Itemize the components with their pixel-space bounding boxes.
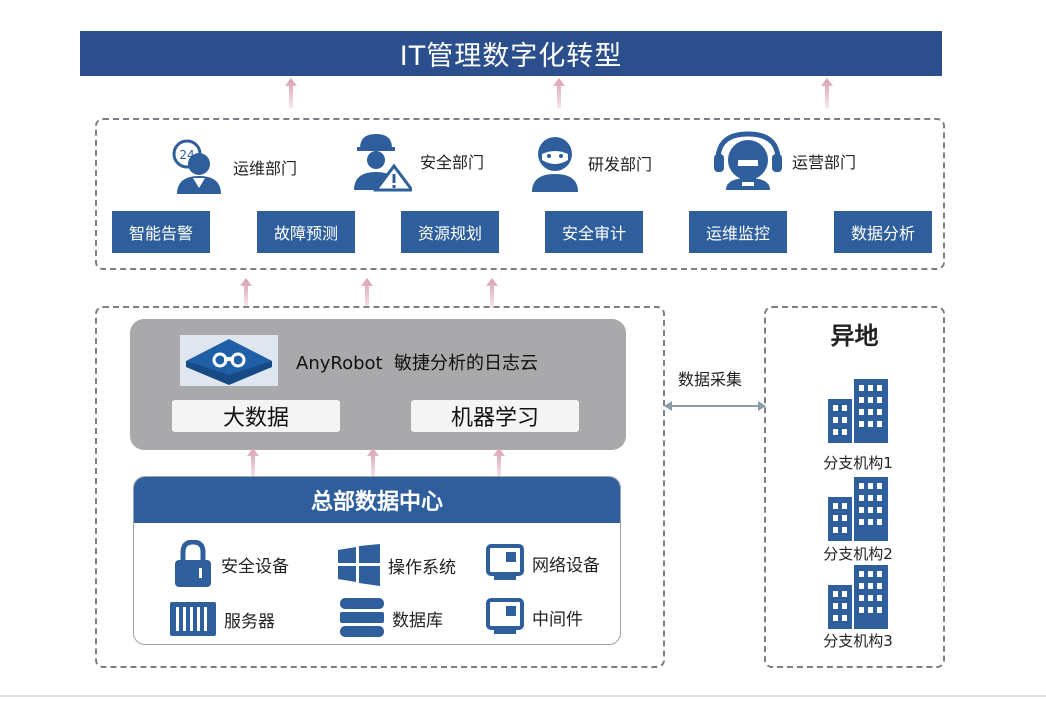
function-smart-alert[interactable]: 智能告警 xyxy=(112,211,210,253)
building-icon xyxy=(828,565,888,629)
database-icon xyxy=(340,598,384,637)
windows-icon xyxy=(338,544,380,586)
server-icon xyxy=(170,602,216,636)
function-security-audit[interactable]: 安全审计 xyxy=(545,211,643,253)
hq-item-label: 数据库 xyxy=(392,610,443,631)
machine-learning-pillar: 机器学习 xyxy=(411,400,579,432)
departments-panel xyxy=(95,118,945,270)
operator-headset-icon xyxy=(714,131,782,190)
hq-item-os: 操作系统 xyxy=(338,544,456,586)
network-device-icon xyxy=(486,544,524,580)
function-data-analysis[interactable]: 数据分析 xyxy=(834,211,932,253)
up-arrow xyxy=(553,78,565,108)
remote-title: 异地 xyxy=(830,322,879,350)
hq-item-network-device: 网络设备 xyxy=(486,544,600,582)
hq-item-security-device: 安全设备 xyxy=(173,540,289,588)
data-collection-label: 数据采集 xyxy=(678,370,743,389)
department-label: 运维部门 xyxy=(233,159,298,178)
up-arrow xyxy=(821,78,833,108)
title-bar: IT管理数字化转型 xyxy=(80,31,942,76)
anyrobot-logo-icon xyxy=(180,335,278,386)
department-operations: 运营部门 xyxy=(712,130,856,192)
middleware-icon xyxy=(486,598,524,634)
anyrobot-title: AnyRobot 敏捷分析的日志云 xyxy=(296,353,539,374)
branch-label: 分支机构1 xyxy=(823,454,893,472)
up-arrow xyxy=(361,278,373,308)
hq-item-label: 网络设备 xyxy=(532,555,600,576)
up-arrow xyxy=(247,448,259,478)
department-label: 研发部门 xyxy=(588,155,653,174)
building-icon xyxy=(828,379,888,443)
hq-item-database: 数据库 xyxy=(340,598,443,638)
department-ops: 24 运维部门 xyxy=(165,138,297,196)
up-arrow xyxy=(367,448,379,478)
function-fault-prediction[interactable]: 故障预测 xyxy=(257,211,355,253)
function-ops-monitoring[interactable]: 运维监控 xyxy=(689,211,787,253)
hq-item-middleware: 中间件 xyxy=(486,598,583,636)
hq-item-label: 中间件 xyxy=(532,609,583,630)
big-data-pillar: 大数据 xyxy=(172,400,340,432)
branch-label: 分支机构3 xyxy=(823,632,893,650)
department-label: 运营部门 xyxy=(792,153,857,172)
department-label: 安全部门 xyxy=(420,153,485,172)
platform-panel xyxy=(95,306,665,668)
hq-item-server: 服务器 xyxy=(170,602,275,636)
page-title: IT管理数字化转型 xyxy=(399,41,623,72)
function-resource-planning[interactable]: 资源规划 xyxy=(401,211,499,253)
developer-icon xyxy=(532,137,578,192)
up-arrow xyxy=(486,278,498,308)
security-worker-icon xyxy=(354,134,412,192)
bidirectional-arrow xyxy=(664,401,766,411)
lock-icon xyxy=(175,540,211,587)
remote-panel xyxy=(764,306,945,668)
department-security: 安全部门 xyxy=(352,130,484,192)
hq-title: 总部数据中心 xyxy=(134,477,620,523)
support-24h-icon: 24 xyxy=(172,139,221,194)
branch-label: 分支机构2 xyxy=(823,545,893,563)
up-arrow xyxy=(240,278,252,308)
building-icon xyxy=(828,477,888,541)
up-arrow xyxy=(285,78,297,108)
hq-item-label: 服务器 xyxy=(224,611,275,632)
hq-item-label: 安全设备 xyxy=(221,556,289,577)
bottom-divider xyxy=(0,695,1046,697)
hq-item-label: 操作系统 xyxy=(388,557,456,578)
up-arrow xyxy=(493,448,505,478)
department-dev: 研发部门 xyxy=(530,134,652,192)
